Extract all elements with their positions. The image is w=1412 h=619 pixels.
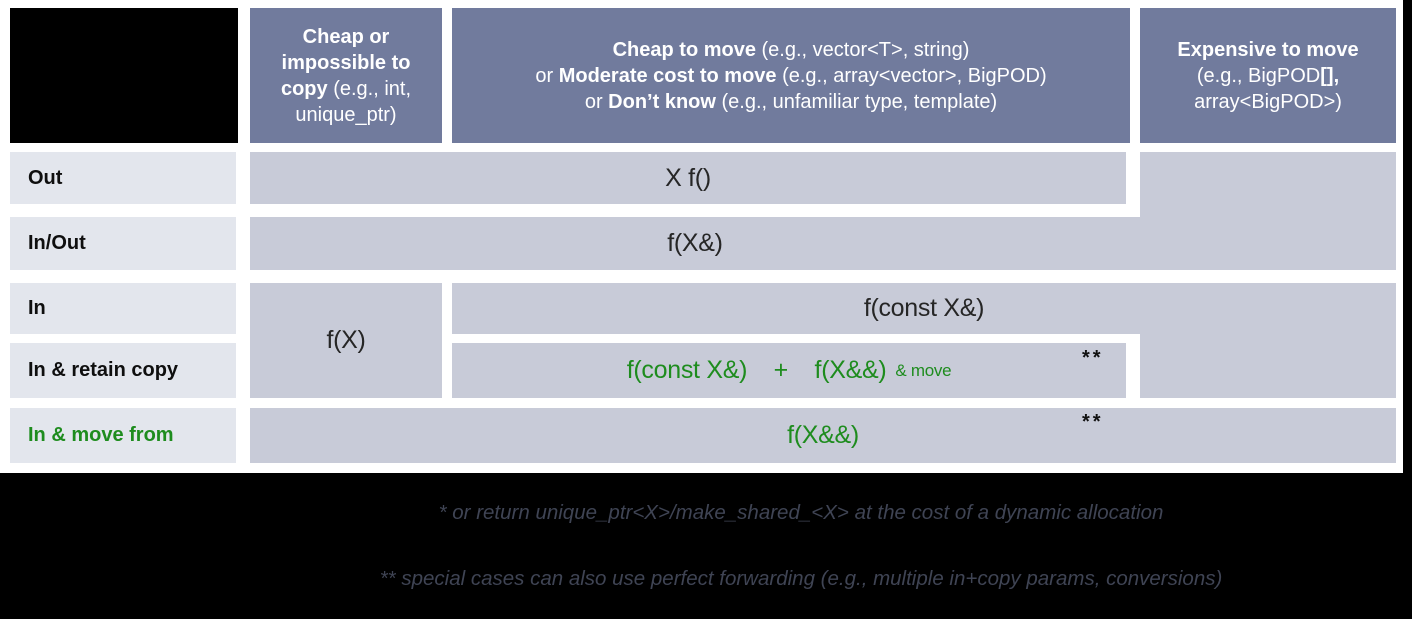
code-text: f(X&)	[667, 229, 723, 257]
row-label-text: In/Out	[28, 232, 86, 254]
corner-black-box	[10, 8, 238, 143]
footnote-perfect-forwarding: ** special cases can also use perfect fo…	[379, 567, 1223, 590]
header-bold-text: Expensive to move	[1177, 38, 1359, 61]
code-text: f(const X&)	[863, 294, 985, 322]
footnote-band: * or return unique_ptr<X>/make_shared_<X…	[0, 473, 1412, 619]
row-label-in-retain-copy: In & retain copy	[10, 343, 236, 398]
header-line-1: Expensive to move	[1146, 37, 1390, 63]
cell-inout-f-xref: f(X&)	[250, 217, 1140, 270]
header-example-text: (e.g., array<vector>, BigPOD)	[776, 64, 1047, 87]
empty-cell-expensive-out-inout	[1140, 152, 1396, 270]
row-label-in-move-from: In & move from	[10, 408, 236, 463]
header-bold-text: Moderate cost to move	[558, 64, 777, 87]
cell-in-f-x: f(X)	[250, 283, 442, 398]
column-header-cheap-or-moderate-to-move: Cheap to move (e.g., vector<T>, string) …	[452, 8, 1130, 143]
row-label-text: In & retain copy	[28, 359, 179, 381]
header-bold-text: Cheap or impossible to copy	[280, 25, 411, 100]
cell-retain-copy-overloads: f(const X&) + f(X&&) & move	[452, 343, 1126, 398]
cell-out-x-f: X f()	[250, 152, 1126, 204]
header-example-text: (e.g., int, unique_ptr)	[295, 77, 412, 126]
code-text: X f()	[665, 163, 711, 192]
row-label-in: In	[10, 283, 236, 334]
row-label-text: Out	[28, 166, 63, 189]
code-text: f(X&&)	[787, 421, 859, 449]
cell-move-from-f-xrefref: f(X&&)	[250, 408, 1396, 463]
header-bold-text: Cheap to move	[612, 38, 756, 61]
footnote-dynamic-allocation: * or return unique_ptr<X>/make_shared_<X…	[438, 501, 1164, 524]
header-example-text: (e.g., unfamiliar type, template)	[715, 90, 998, 113]
header-bold-text: Don’t know	[608, 90, 716, 113]
row-label-in-out: In/Out	[10, 217, 236, 270]
double-asterisk-move-from: **	[1082, 411, 1104, 434]
stars-text: **	[1082, 347, 1104, 369]
header-prefix-text: or	[584, 90, 609, 113]
and-move-note: & move	[895, 360, 952, 380]
header-bold-text: [],	[1320, 64, 1340, 87]
code-text: f(X)	[326, 326, 366, 354]
code-text: f(const X&) + f(X&&)	[626, 356, 887, 384]
header-example-text: (e.g., vector<T>, string)	[755, 38, 970, 61]
header-line-3: array<BigPOD>)	[1146, 89, 1390, 115]
cell-in-f-const-xref: f(const X&)	[452, 283, 1396, 334]
black-right-edge	[1403, 0, 1412, 473]
header-example-text: array<BigPOD>)	[1194, 90, 1342, 113]
header-line-2: or Moderate cost to move (e.g., array<ve…	[458, 63, 1124, 89]
column-header-expensive-to-move: Expensive to move (e.g., BigPOD[], array…	[1140, 8, 1396, 143]
row-label-text: In & move from	[28, 424, 174, 446]
header-example-text: (e.g., BigPOD	[1196, 64, 1321, 87]
header-line-1: Cheap to move (e.g., vector<T>, string)	[458, 37, 1124, 63]
empty-cell-expensive-retain-copy	[1140, 334, 1396, 398]
stars-text: **	[1082, 411, 1104, 433]
header-prefix-text: or	[535, 64, 559, 87]
header-line-2: (e.g., BigPOD[],	[1146, 63, 1390, 89]
column-header-cheap-or-impossible-to-copy: Cheap or impossible to copy (e.g., int, …	[250, 8, 442, 143]
row-label-out: Out	[10, 152, 236, 204]
row-label-text: In	[28, 297, 46, 319]
header-line-3: or Don’t know (e.g., unfamiliar type, te…	[458, 89, 1124, 115]
column-header-text: Cheap or impossible to copy (e.g., int, …	[256, 24, 436, 128]
double-asterisk-retain-copy: **	[1082, 347, 1104, 370]
